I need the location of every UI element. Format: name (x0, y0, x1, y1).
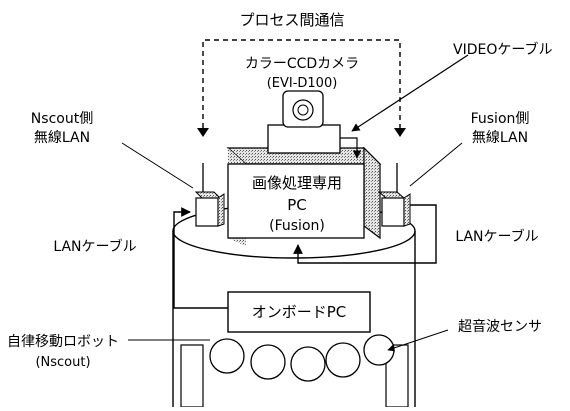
nscout-wireless-lan (194, 163, 225, 227)
process-comm-bracket (197, 39, 406, 137)
ultrasonic-sensors (209, 334, 395, 382)
ultrasonic-label: 超音波センサ (458, 318, 542, 335)
left-wheel (180, 344, 204, 408)
nscout-lan-sublabel: 無線LAN (34, 130, 90, 146)
sensor-circle (325, 342, 361, 378)
pc-label: 画像処理専用 (252, 174, 342, 192)
camera-base (267, 124, 341, 154)
process-comm-label: プロセス間通信 (239, 11, 344, 29)
onboard-pc-box (227, 291, 371, 333)
nscout-lan-label: Nscout側 (31, 111, 93, 127)
sensor-circle (290, 346, 326, 382)
fusion-lan-sublabel: 無線LAN (472, 130, 528, 146)
sensor-circle (250, 344, 286, 380)
ultrasonic-leader (387, 329, 449, 352)
camera-model-label: (EVI-D100) (267, 76, 338, 91)
fusion-pc-box (226, 146, 382, 246)
pc-label-line3: (Fusion) (269, 218, 325, 234)
robot-label: 自律移動ロボット (7, 334, 119, 350)
ccd-camera (267, 90, 341, 154)
camera-lens-inner (297, 104, 309, 116)
onboard-pc-label: オンボードPC (252, 303, 347, 321)
lan-cable-right-line (293, 204, 437, 264)
fusion-lan-label: Fusion側 (471, 111, 530, 127)
lan-cable-left-line (173, 207, 228, 309)
lan-cable-left-label: LANケーブル (53, 238, 136, 255)
fusion-wireless-lan (377, 163, 411, 227)
robot-sublabel: (Nscout) (35, 355, 90, 370)
video-cable-label: VIDEOケーブル (453, 41, 553, 58)
fusion-lan-leader (409, 142, 463, 187)
nscout-lan-leader (121, 142, 194, 189)
sensor-circle (209, 338, 245, 374)
lan-cable-right-label: LANケーブル (455, 228, 538, 245)
pc-label-line2: PC (287, 196, 307, 214)
camera-label: カラーCCDカメラ (245, 56, 359, 72)
video-cable-line (340, 54, 469, 159)
